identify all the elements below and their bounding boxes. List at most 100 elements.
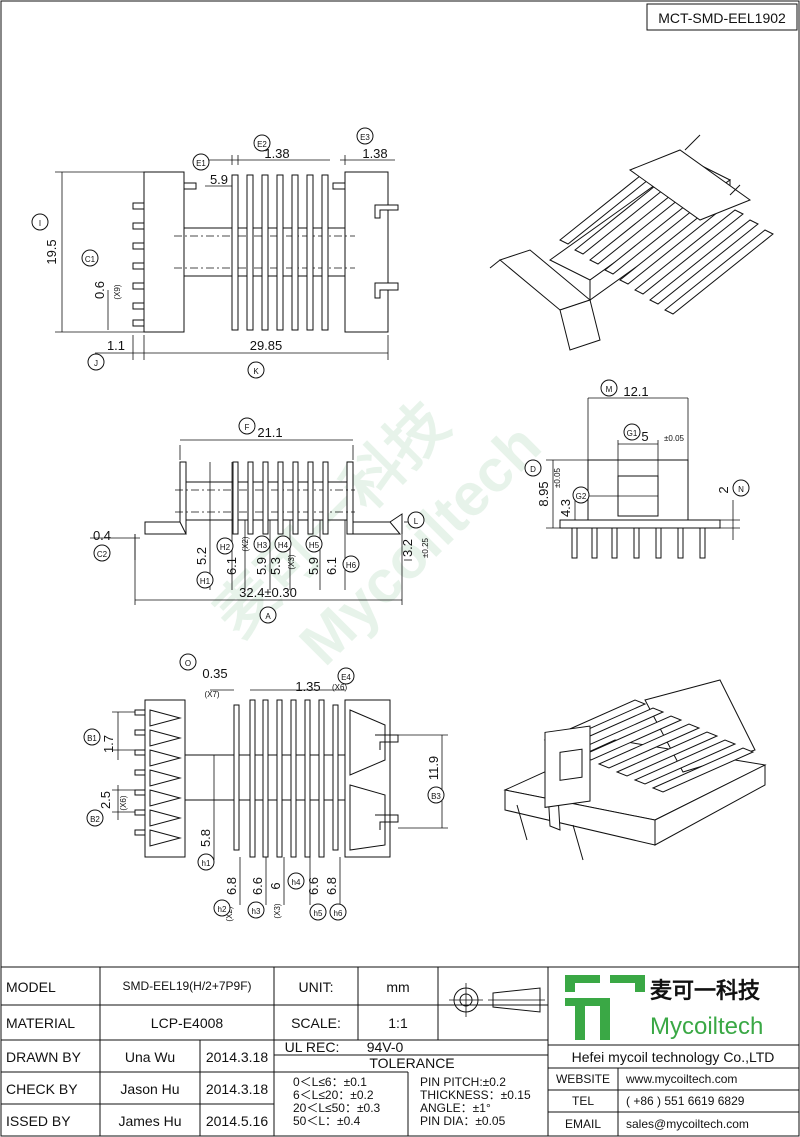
tol-line2-3: ANGLE：±1° (420, 1101, 491, 1115)
label-f: F (245, 423, 250, 432)
label-l: L (414, 517, 419, 526)
website-value: www.mycoiltech.com (625, 1072, 737, 1086)
label-g2: G2 (576, 492, 587, 501)
dim-f: 21.1 (257, 425, 282, 440)
tol-line-2: 6＜L≤20：±0.2 (293, 1088, 374, 1102)
dim-b3: 11.9 (426, 756, 441, 780)
dim-k: 29.85 (250, 338, 283, 353)
email-value: sales@mycoiltech.com (626, 1117, 749, 1131)
dim-i: 19.5 (44, 239, 59, 264)
dim-hh3: 6.6 (250, 877, 265, 895)
tol-line-3: 20＜L≤50：±0.3 (293, 1101, 381, 1115)
label-h5: H5 (309, 541, 320, 550)
company-name: Hefei mycoil technology Co.,LTD (572, 1049, 775, 1065)
dim-j: 1.1 (107, 338, 125, 353)
end-view: 12.1 5 ±0.05 8.95 ±0.05 4.3 2 M G1 D G2 … (524, 379, 750, 559)
dim-x9: (X9) (113, 284, 122, 299)
material-label: MATERIAL (6, 1015, 75, 1031)
isometric-view-bottom (503, 679, 767, 861)
dim-b1: 1.7 (101, 735, 116, 753)
title-block: MODEL SMD-EEL19(H/2+7P9F) UNIT: mm MATER… (0, 966, 800, 1137)
logo-cn: 麦可一科技 (650, 978, 761, 1003)
label-i: I (39, 219, 41, 228)
bottom-view: 0.35 (X7) 1.35 (X6) 1.7 2.5 (X6) 11.9 5.… (83, 653, 448, 922)
issued-label: ISSED BY (6, 1113, 71, 1129)
model-value: SMD-EEL19(H/2+7P9F) (122, 979, 251, 993)
label-h1: H1 (200, 577, 211, 586)
drawn-label: DRAWN BY (6, 1049, 82, 1065)
end-pins (571, 527, 706, 559)
dim-d: 8.95 (536, 481, 551, 506)
issued-date: 2014.5.16 (206, 1113, 268, 1129)
dim-x6b: (X6) (119, 795, 128, 810)
dim-g1-tol: ±0.05 (664, 434, 685, 443)
dim-h4: 5.3 (268, 557, 283, 575)
label-e3: E3 (360, 133, 370, 142)
unit-label: UNIT: (299, 979, 334, 995)
dim-h1: 6.1 (224, 557, 239, 575)
label-e2: E2 (257, 140, 267, 149)
label-e4: E4 (341, 673, 351, 682)
tol-line-4: 50＜L：±0.4 (293, 1114, 361, 1128)
label-j: J (94, 359, 98, 368)
label-h4: H4 (278, 541, 289, 550)
ul-value: 94V-0 (367, 1039, 404, 1055)
left-flange (143, 171, 185, 333)
issued-name: James Hu (118, 1113, 181, 1129)
label-hh2: h2 (218, 905, 227, 914)
label-g1: G1 (627, 429, 638, 438)
drawn-date: 2014.3.18 (206, 1049, 268, 1065)
dim-l-tol: ±0.25 (421, 537, 430, 558)
check-label: CHECK BY (6, 1081, 78, 1097)
tel-value: ( +86 ) 551 6619 6829 (626, 1094, 745, 1108)
check-name: Jason Hu (120, 1081, 179, 1097)
label-e1: E1 (196, 159, 206, 168)
check-date: 2014.3.18 (206, 1081, 268, 1097)
label-n: N (738, 485, 744, 494)
dim-n: 2 (716, 486, 731, 493)
dim-e4: 1.35 (295, 679, 320, 694)
dim-d-tol: ±0.05 (553, 467, 562, 488)
tel-label: TEL (572, 1094, 594, 1108)
label-hh3: h3 (252, 907, 261, 916)
label-hh5: h5 (314, 909, 323, 918)
label-c1: C1 (85, 255, 96, 264)
tol-line-1: 0＜L≤6：±0.1 (293, 1075, 367, 1089)
left-pins (132, 202, 145, 327)
dim-h3: 5.9 (254, 557, 269, 575)
dim-h6: 6.1 (324, 557, 339, 575)
dim-hh2: 6.8 (224, 877, 239, 895)
dim-c2: 0.4 (93, 528, 111, 543)
dim-x2a: (X2) (241, 536, 250, 551)
bottom-pins (134, 709, 146, 836)
winding-fins (231, 174, 329, 331)
dim-g1: 5 (641, 429, 648, 444)
dim-h2: 5.2 (194, 547, 209, 565)
front-fins (232, 461, 329, 535)
tol-line2-1: PIN PITCH:±0.2 (420, 1075, 506, 1089)
email-label: EMAIL (565, 1117, 601, 1131)
dim-m: 12.1 (623, 384, 648, 399)
drawing-code-box (646, 3, 798, 31)
right-flange (344, 171, 389, 333)
label-h2: H2 (220, 543, 231, 552)
label-hh6: h6 (334, 909, 343, 918)
dim-l: 3.2 (400, 539, 415, 557)
label-d: D (530, 465, 536, 474)
dim-e2: 1.38 (264, 146, 289, 161)
dim-x6a: (X6) (332, 683, 347, 692)
projection-symbol (449, 983, 545, 1017)
tolerance-label: TOLERANCE (369, 1055, 454, 1071)
model-label: MODEL (6, 979, 56, 995)
dim-x7: (X7) (204, 690, 219, 699)
dim-h5: 5.9 (306, 557, 321, 575)
label-b1: B1 (87, 734, 97, 743)
dim-e3: 1.38 (362, 146, 387, 161)
label-o: O (185, 659, 191, 668)
dim-a: 32.4±0.30 (239, 585, 297, 600)
scale-value: 1:1 (388, 1015, 408, 1031)
logo-en: Mycoiltech (650, 1013, 763, 1040)
label-k: K (253, 367, 259, 376)
drawn-name: Una Wu (125, 1049, 175, 1065)
dim-g2: 4.3 (558, 499, 573, 517)
